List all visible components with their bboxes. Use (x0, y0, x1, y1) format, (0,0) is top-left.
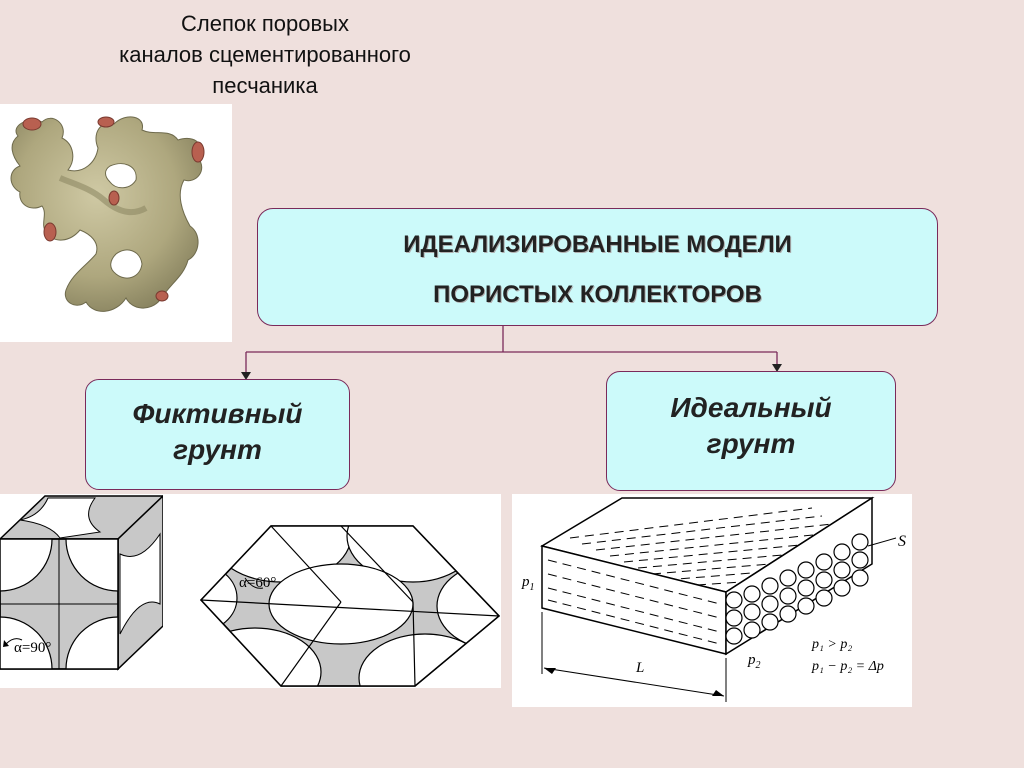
rhombic-packing-drawing: α=60° (199, 525, 501, 687)
tube-bundle-drawing: S p1 p2 L p₁ > p₂ p₁ − p₂ = Δp (521, 496, 906, 702)
cast-title: Слепок поровых каналов сцементированного… (40, 8, 490, 101)
cast-cap-2 (97, 116, 115, 128)
tube-label-s: S (898, 533, 906, 550)
cubic-packing-panel: α=90° (0, 494, 165, 688)
ideal-soil-box: Идеальный грунт (606, 371, 896, 491)
tube-label-p1: p1 (521, 574, 535, 593)
main-box-line-2: ПОРИСТЫХ КОЛЛЕКТОРОВ (433, 281, 762, 308)
cube-angle-label: α=90° (14, 640, 51, 656)
pore-cast-image (0, 104, 232, 342)
tube-bundle-panel: S p1 p2 L p₁ > p₂ p₁ − p₂ = Δp (512, 494, 912, 707)
cast-cap-5 (108, 190, 120, 206)
cast-cap-3 (191, 141, 205, 163)
ideal-line-2: грунт (706, 428, 796, 459)
fictive-line-2: грунт (173, 434, 262, 465)
pore-cast-drawing (10, 116, 205, 312)
arrow-right-head (772, 364, 782, 372)
ideal-line-1: Идеальный (670, 392, 832, 423)
fictive-line-1: Фиктивный (132, 398, 303, 429)
cast-cap-6 (155, 290, 169, 302)
cast-cap-1 (22, 117, 42, 131)
rhombic-packing-panel: α=60° (163, 494, 501, 688)
tube-label-l: L (635, 660, 644, 676)
tube-label-p2: p2 (747, 652, 761, 671)
fictive-soil-box: Фиктивный грунт (85, 379, 350, 490)
tube-relation-1: p₁ > p₂ (811, 637, 852, 652)
cast-title-line-1: Слепок поровых (181, 11, 349, 36)
rhombic-angle-label: α=60° (239, 575, 276, 591)
idealized-models-box: ИДЕАЛИЗИРОВАННЫЕ МОДЕЛИ ПОРИСТЫХ КОЛЛЕКТ… (257, 208, 938, 326)
arrow-left-head (241, 372, 251, 380)
tube-relation-2: p₁ − p₂ = Δp (811, 659, 884, 674)
cast-cap-4 (43, 222, 57, 242)
cast-title-line-3: песчаника (212, 73, 318, 98)
main-box-line-1: ИДЕАЛИЗИРОВАННЫЕ МОДЕЛИ (403, 231, 792, 258)
cubic-packing-drawing: α=90° (0, 494, 165, 671)
cast-title-line-2: каналов сцементированного (119, 42, 411, 67)
